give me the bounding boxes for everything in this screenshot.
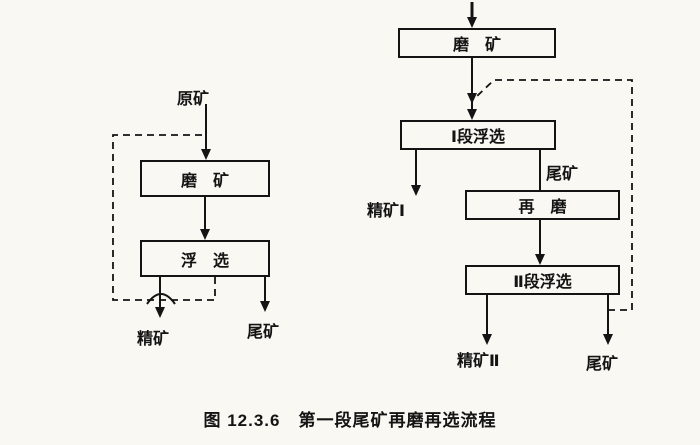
left-tailings-label: 尾矿 (247, 324, 280, 341)
left-recycle-loop (112, 134, 216, 301)
left-grinding-box: 磨 矿 (140, 160, 270, 197)
arrow-right-concentrate1 (411, 185, 421, 196)
left-concentrate-label: 精矿 (137, 331, 170, 348)
figure-caption: 图 12.3.6 第一段尾矿再磨再选流程 (203, 411, 497, 430)
right-concentrate2-label: 精矿Ⅱ (457, 353, 500, 370)
arrow-right-top-feed (467, 17, 477, 28)
arrow-left-into-grinding (201, 149, 211, 160)
right-recycle-loop (475, 79, 633, 311)
right-stage2-flotation-box: Ⅱ段浮选 (465, 265, 620, 295)
arrow-left-tailings (260, 301, 270, 312)
right-stage1-tailings-label: 尾矿 (546, 166, 579, 183)
right-concentrate1-label: 精矿Ⅰ (367, 203, 405, 220)
arrow-right-concentrate2 (482, 334, 492, 345)
arrow-right-recycle-join (467, 93, 477, 104)
arrow-right-final-tailings (603, 334, 613, 345)
left-feed-label: 原矿 (177, 91, 210, 108)
dashed-recycle-lines (112, 79, 633, 311)
left-froth-arc (146, 293, 176, 305)
arrowheads (155, 17, 613, 345)
arrow-left-concentrate (155, 307, 165, 318)
right-regrind-box: 再 磨 (465, 190, 620, 220)
arrow-right-into-stage2 (535, 254, 545, 265)
arrow-right-into-stage1 (467, 109, 477, 120)
left-flotation-box: 浮 选 (140, 240, 270, 277)
right-final-tailings-label: 尾矿 (586, 356, 619, 373)
arrow-left-into-flotation (200, 229, 210, 240)
right-grinding-box: 磨 矿 (398, 28, 556, 58)
right-stage1-flotation-box: Ⅰ段浮选 (400, 120, 556, 150)
